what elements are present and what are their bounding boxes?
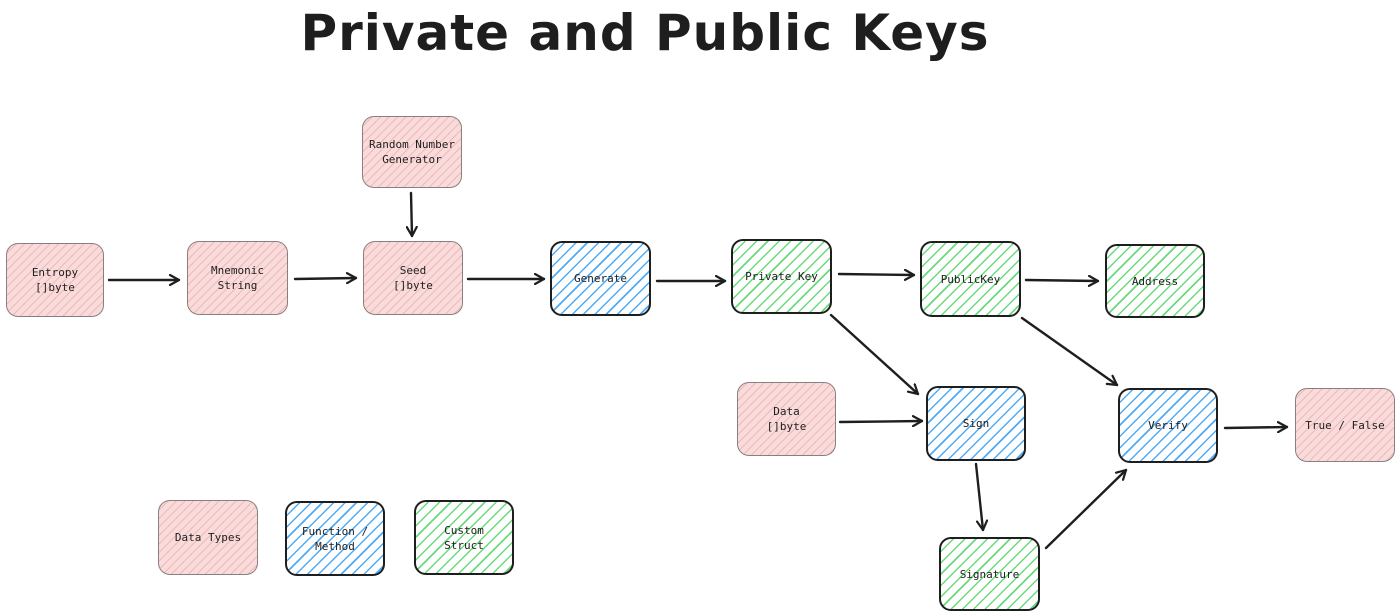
node-true-false: True / False xyxy=(1295,388,1395,462)
node-public-key: PublicKey xyxy=(920,241,1021,317)
node-seed: Seed []byte xyxy=(363,241,463,315)
node-generate: Generate xyxy=(550,241,651,316)
diagram-title: Private and Public Keys xyxy=(300,4,990,62)
edge-mnemonic-to-seed xyxy=(293,278,358,279)
edge-public-key-to-verify xyxy=(1020,316,1119,387)
edge-private-key-to-public-key xyxy=(837,274,916,275)
node-address: Address xyxy=(1105,244,1205,318)
node-entropy: Entropy []byte xyxy=(6,243,104,317)
edge-private-key-to-sign xyxy=(829,313,920,396)
node-sign: Sign xyxy=(926,386,1026,461)
node-signature: Signature xyxy=(939,537,1040,611)
edge-public-key-to-address xyxy=(1024,280,1100,281)
node-verify: Verify xyxy=(1118,388,1218,463)
edge-rng-to-seed xyxy=(411,191,412,238)
legend-data-types: Data Types xyxy=(158,500,258,575)
legend-custom-struct: Custom Struct xyxy=(414,500,514,575)
edge-signature-to-verify xyxy=(1044,468,1128,550)
edge-verify-to-true-false xyxy=(1223,427,1289,428)
legend-function-method: Function / Method xyxy=(285,501,385,576)
edge-data-to-sign xyxy=(838,421,924,422)
node-mnemonic: Mnemonic String xyxy=(187,241,288,315)
edge-sign-to-signature xyxy=(974,462,983,532)
node-data: Data []byte xyxy=(737,382,836,456)
node-random-number-generator: Random Number Generator xyxy=(362,116,462,188)
node-private-key: Private Key xyxy=(731,239,832,314)
